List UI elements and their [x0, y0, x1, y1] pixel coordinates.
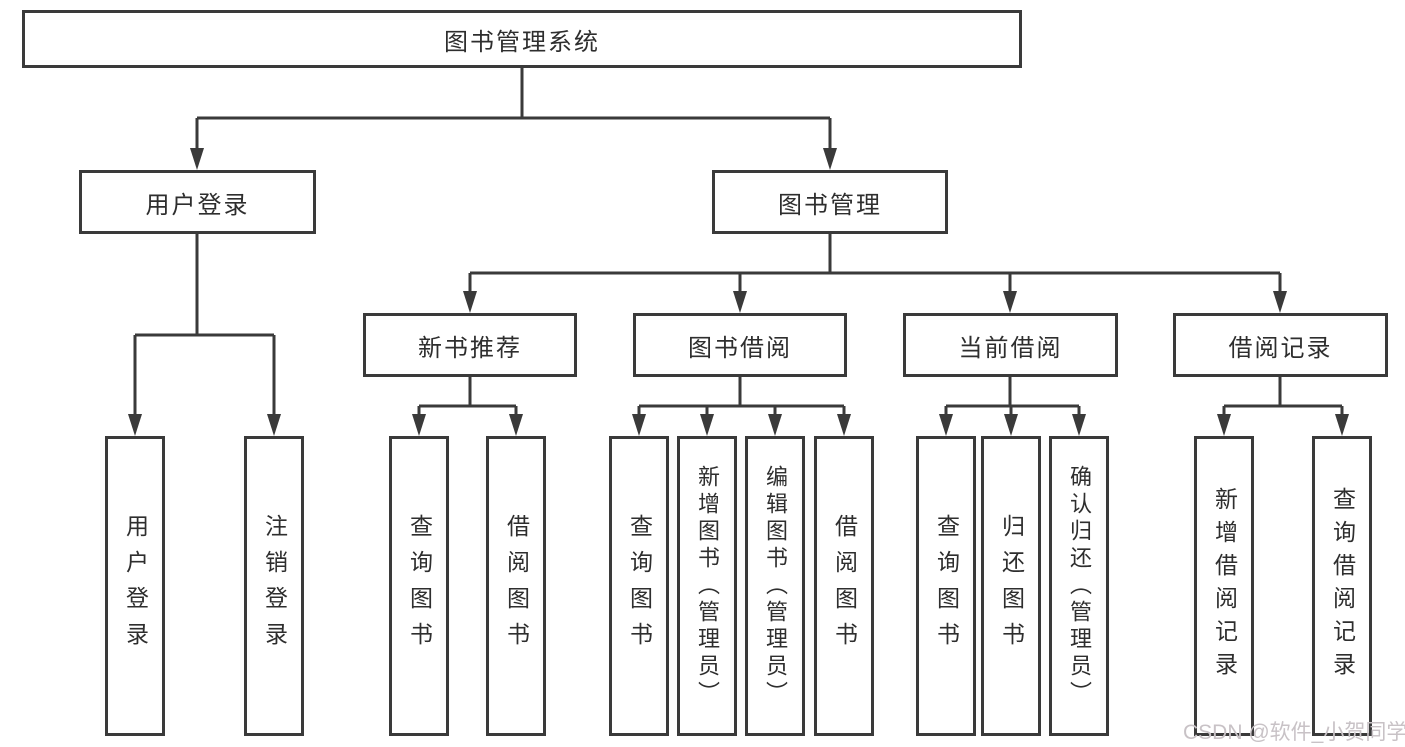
node-book-mgmt: 图书管理 [712, 170, 948, 234]
node-user-login: 用户登录 [79, 170, 316, 234]
leaf-newbooks-borrow: 借阅图书 [486, 436, 546, 736]
arrowhead-icon [1003, 291, 1017, 313]
arrowhead-icon [412, 414, 426, 436]
arrowhead-icon [1217, 414, 1231, 436]
leaf-newbooks-query-label: 查询图书 [406, 514, 433, 658]
arrowhead-icon [837, 414, 851, 436]
connector-new-books-children [412, 377, 523, 436]
leaf-current-confirm-admin: 确认归还（管理员） [1049, 436, 1109, 736]
node-book-mgmt-label: 图书管理 [778, 191, 882, 219]
leaf-logout: 注销登录 [244, 436, 304, 736]
arrowhead-icon [733, 291, 747, 313]
leaf-current-return-label: 归还图书 [998, 514, 1025, 658]
arrowhead-icon [128, 414, 142, 436]
leaf-logout-label: 注销登录 [261, 514, 288, 658]
node-current-borrow: 当前借阅 [903, 313, 1118, 377]
arrowhead-icon [823, 148, 837, 170]
arrowhead-icon [700, 414, 714, 436]
leaf-newbooks-query: 查询图书 [389, 436, 449, 736]
node-borrow-records-label: 借阅记录 [1228, 334, 1333, 362]
arrowhead-icon [768, 414, 782, 436]
node-book-borrow: 图书借阅 [633, 313, 847, 377]
node-borrow-records: 借阅记录 [1173, 313, 1388, 377]
node-new-books: 新书推荐 [363, 313, 577, 377]
leaf-borrow-add-admin-label: 新增图书（管理员） [695, 464, 720, 708]
leaf-borrow-borrow: 借阅图书 [814, 436, 874, 736]
node-current-borrow-label: 当前借阅 [958, 334, 1063, 362]
connector-root-to-level2 [190, 68, 837, 170]
leaf-current-return: 归还图书 [981, 436, 1041, 736]
node-user-login-label: 用户登录 [145, 191, 250, 219]
arrowhead-icon [1273, 291, 1287, 313]
csdn-watermark: CSDN @软件_小贺同学 [1183, 721, 1405, 744]
leaf-records-add-label: 新增借阅记录 [1211, 487, 1238, 685]
connector-book-mgmt-children [463, 234, 1287, 313]
arrowhead-icon [939, 414, 953, 436]
node-book-borrow-label: 图书借阅 [688, 334, 792, 362]
connector-current-borrow-children [939, 377, 1086, 436]
leaf-borrow-edit-admin: 编辑图书（管理员） [745, 436, 805, 736]
leaf-borrow-add-admin: 新增图书（管理员） [677, 436, 737, 736]
leaf-borrow-query: 查询图书 [609, 436, 669, 736]
leaf-current-query-label: 查询图书 [933, 514, 960, 658]
node-new-books-label: 新书推荐 [418, 334, 522, 362]
connector-book-borrow-children [632, 377, 851, 436]
connector-borrow-records-children [1217, 377, 1349, 436]
connector-user-login-children [128, 234, 281, 436]
leaf-records-query: 查询借阅记录 [1312, 436, 1372, 736]
leaf-borrow-query-label: 查询图书 [626, 514, 653, 658]
leaf-current-query: 查询图书 [916, 436, 976, 736]
node-root: 图书管理系统 [22, 10, 1022, 68]
leaf-newbooks-borrow-label: 借阅图书 [503, 514, 530, 658]
arrowhead-icon [190, 148, 204, 170]
arrowhead-icon [1072, 414, 1086, 436]
leaf-current-confirm-admin-label: 确认归还（管理员） [1067, 464, 1092, 708]
arrowhead-icon [632, 414, 646, 436]
leaf-records-add: 新增借阅记录 [1194, 436, 1254, 736]
leaf-records-query-label: 查询借阅记录 [1329, 487, 1356, 685]
node-root-label: 图书管理系统 [444, 28, 600, 56]
leaf-borrow-borrow-label: 借阅图书 [831, 514, 858, 658]
arrowhead-icon [1004, 414, 1018, 436]
arrowhead-icon [1335, 414, 1349, 436]
leaf-user-login-label: 用户登录 [122, 514, 149, 658]
leaf-borrow-edit-admin-label: 编辑图书（管理员） [763, 464, 788, 708]
leaf-user-login: 用户登录 [105, 436, 165, 736]
arrowhead-icon [267, 414, 281, 436]
arrowhead-icon [509, 414, 523, 436]
arrowhead-icon [463, 291, 477, 313]
